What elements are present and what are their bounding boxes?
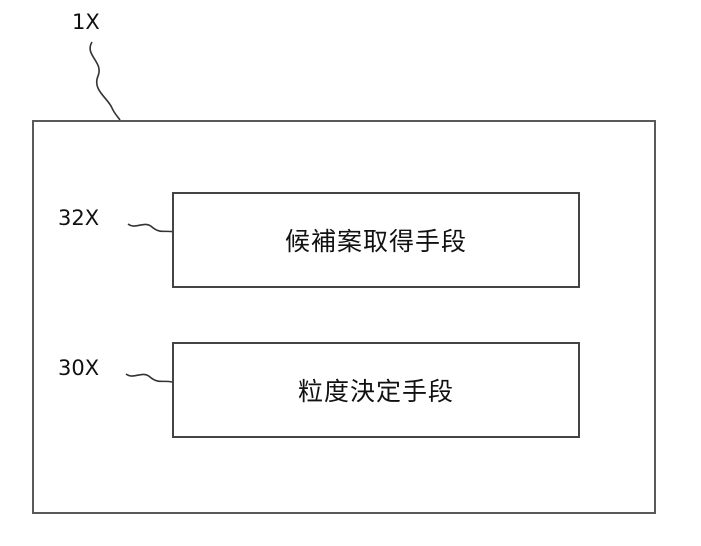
ref-label-block-1: 32X	[58, 206, 99, 230]
ref-label-block-2: 30X	[58, 356, 99, 380]
ref-label-outer: 1X	[72, 10, 100, 34]
block-label: 粒度決定手段	[298, 372, 454, 408]
leader-line-1x	[90, 42, 120, 120]
outer-block	[32, 120, 656, 514]
block-label: 候補案取得手段	[285, 222, 467, 258]
block-candidate-acquisition: 候補案取得手段	[172, 192, 580, 288]
block-granularity-determination: 粒度決定手段	[172, 342, 580, 438]
